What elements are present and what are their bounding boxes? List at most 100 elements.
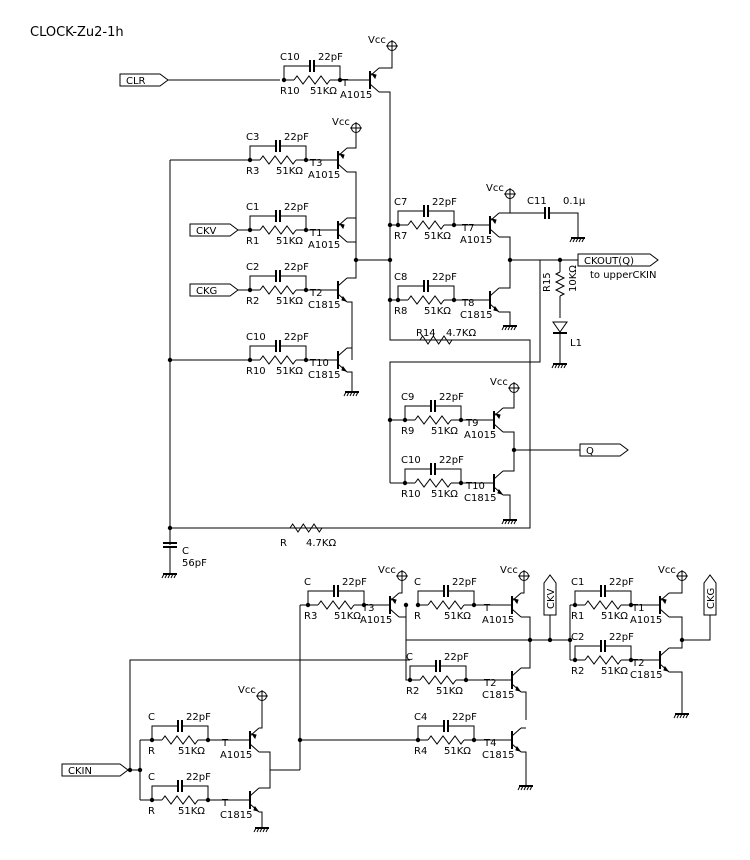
ground-symbol — [685, 713, 689, 719]
junction-dot — [402, 417, 408, 423]
ground-symbol — [501, 519, 505, 525]
transistor-label: T10 — [309, 358, 329, 369]
c-label: C — [182, 546, 189, 557]
res-label: R1 — [246, 236, 259, 247]
ground-symbol — [167, 573, 171, 579]
wire — [417, 590, 444, 605]
wire — [605, 590, 632, 605]
cap-value: 22pF — [318, 52, 343, 63]
ground-symbol — [501, 325, 505, 331]
wire — [669, 581, 683, 594]
junction-dot — [303, 157, 309, 163]
ground-symbol — [173, 573, 177, 579]
ground-symbol — [679, 713, 683, 719]
ckg-output-port-label: CKG — [706, 588, 717, 609]
cap-value: 22pF — [284, 202, 309, 213]
transistor-type: C1815 — [460, 310, 492, 321]
wire — [259, 701, 263, 729]
wire — [409, 665, 436, 680]
junction-dot — [281, 77, 287, 83]
res-label: R3 — [304, 611, 317, 622]
transistor-type: A1015 — [460, 235, 492, 246]
resistor-symbol — [584, 655, 622, 665]
ground-symbol — [529, 785, 533, 791]
junction-dot — [547, 637, 553, 643]
ground-symbol — [520, 785, 524, 791]
wire — [499, 199, 511, 214]
transistor-symbol — [659, 592, 670, 602]
junction-dot — [567, 637, 573, 643]
ground-symbol — [517, 785, 521, 791]
ground-symbol — [507, 325, 511, 331]
junction-dot — [451, 222, 457, 228]
res-label: R2 — [571, 666, 584, 677]
transistor-type: C1815 — [630, 670, 662, 681]
ground-symbol — [352, 391, 356, 397]
transistor-arrow — [515, 685, 522, 692]
junction-dot — [451, 297, 457, 303]
res-value: 51KΩ — [276, 296, 303, 307]
wire — [397, 210, 424, 225]
junction-dot — [247, 287, 253, 293]
transistor-symbol — [337, 347, 348, 357]
transistor-label: T10 — [465, 481, 485, 492]
wire — [314, 65, 341, 80]
ckv-output-port-label: CKV — [546, 588, 557, 609]
res-label: R1 — [571, 611, 584, 622]
wire — [182, 725, 209, 740]
res-label: R10 — [280, 86, 300, 97]
wire — [389, 260, 541, 483]
junction-dot — [572, 657, 578, 663]
wire — [428, 210, 455, 225]
transistor-symbol — [489, 287, 500, 297]
resistor-symbol — [427, 600, 465, 610]
res-value: 51KΩ — [444, 611, 471, 622]
transistor-arrow — [253, 805, 260, 812]
junction-dot — [149, 737, 155, 743]
r14-label: R14 — [416, 328, 436, 339]
res-label: R9 — [401, 426, 414, 437]
ckout-port — [577, 253, 659, 267]
cap-label: C1 — [246, 202, 259, 213]
ground-symbol — [575, 237, 579, 243]
vcc-label: Vcc — [490, 377, 508, 388]
wire — [280, 145, 307, 160]
ground-symbol — [170, 573, 174, 579]
transistor-label: T — [483, 603, 491, 614]
wire — [249, 345, 276, 360]
wire — [503, 393, 515, 409]
ground-symbol — [560, 363, 564, 369]
resistor-symbol — [259, 155, 297, 165]
ground-symbol — [554, 363, 558, 369]
wire — [379, 51, 393, 69]
transistor-symbol — [337, 277, 348, 287]
junction-dot — [463, 677, 469, 683]
ground-symbol — [569, 237, 573, 243]
transistor-symbol — [337, 217, 348, 227]
cap-value: 22pF — [342, 577, 367, 588]
wire — [259, 811, 263, 822]
transistor-type: C1815 — [220, 810, 252, 821]
res-value: 51KΩ — [601, 666, 628, 677]
res-value: 51KΩ — [310, 86, 337, 97]
wire — [669, 640, 683, 649]
junction-dot — [303, 287, 309, 293]
cap-label: C9 — [401, 392, 414, 403]
junction-dot — [395, 222, 401, 228]
ground-symbol — [673, 713, 677, 719]
resistor-symbol — [427, 735, 465, 745]
junction-dot — [127, 767, 133, 773]
transistor-symbol — [337, 233, 348, 243]
wire — [521, 581, 525, 594]
wire — [669, 671, 683, 708]
vcc-label: Vcc — [378, 565, 396, 576]
cap-label: C — [148, 772, 155, 783]
wire — [347, 241, 390, 261]
transistor-symbol — [249, 727, 260, 737]
cap-value: 22pF — [284, 262, 309, 273]
wire — [280, 345, 307, 360]
transistor-symbol — [489, 212, 500, 222]
junction-dot — [337, 77, 343, 83]
wire — [521, 751, 527, 780]
